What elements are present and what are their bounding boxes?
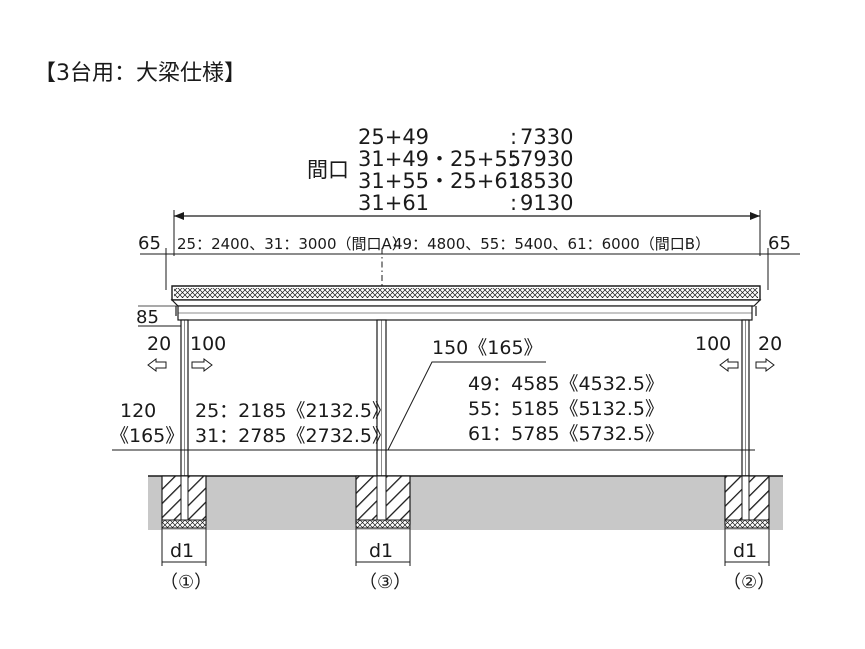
frontage-sep: : [510,169,517,193]
frontage-combo: 31+49・25+55 [358,147,521,171]
frontage-value: 7930 [520,147,573,171]
post-number-label: （②） [723,572,775,593]
right-inward-arrow-icon [755,358,775,372]
frontage-combo: 31+55・25+61 [358,169,521,193]
post-right [741,319,750,477]
frontage-value: 7330 [520,125,573,149]
height-a-label: 25：2185《2132.5》 [195,400,391,422]
height-b-label: 61：5785《5732.5》 [468,423,664,445]
frontage-combo: 31+61 [358,191,429,215]
frontage-table: 25+49 : 7330 31+49・25+55 : 7930 31+55・25… [358,125,573,215]
left-offset-b-label: 100 [190,333,226,355]
left-inward-arrow-icon [191,358,213,372]
post-left [180,319,189,477]
height-b-label: 55：5185《5132.5》 [468,398,664,420]
frontage-sep: : [510,125,517,149]
beam-height-label: 85 [136,307,159,328]
frontage-sep: : [510,147,517,171]
span-a-label: 25：2400、31：3000（間口A） [177,235,407,253]
frontage-combo: 25+49 [358,125,429,149]
right-overhang-label: 65 [768,233,791,254]
diagram-title: 【3台用：大梁仕様】 [34,61,246,86]
height-b-label: 49：4585《4532.5》 [468,373,664,395]
span-dimension-line [140,248,800,290]
footing-dimension-middle [355,528,411,566]
post-middle [376,319,387,477]
left-outward-arrow-icon [147,358,167,372]
overall-dimension-line [173,210,761,256]
left-offset-a-label: 20 [147,333,171,355]
footing-d1-label: d1 [733,540,757,562]
span-b-label: 49：4800、55：5400、61：6000（間口B） [393,235,710,253]
post-number-label: （③） [359,572,411,593]
footing-d1-label: d1 [369,540,393,562]
footing-d1-label: d1 [170,540,194,562]
frontage-sep: : [510,191,517,215]
right-offset-a-label: 100 [695,333,731,355]
roof-panel [170,285,762,316]
footing-dimension-left [161,528,207,566]
footing-dimension-right [724,528,770,566]
frontage-value: 8530 [520,169,573,193]
ground [148,476,783,530]
middle-post-label: 150《165》 [432,337,543,359]
left-overhang-label: 65 [138,233,161,254]
right-outward-arrow-icon [719,358,739,372]
frontage-value: 9130 [520,191,573,215]
main-beam [177,305,753,321]
right-offset-b-label: 20 [758,333,782,355]
post-number-label: （①） [160,572,212,593]
post-size-b-label: 《165》 [110,425,184,447]
height-a-label: 31：2785《2732.5》 [195,425,391,447]
frontage-label: 間口 [307,158,349,182]
post-size-a-label: 120 [120,400,156,422]
